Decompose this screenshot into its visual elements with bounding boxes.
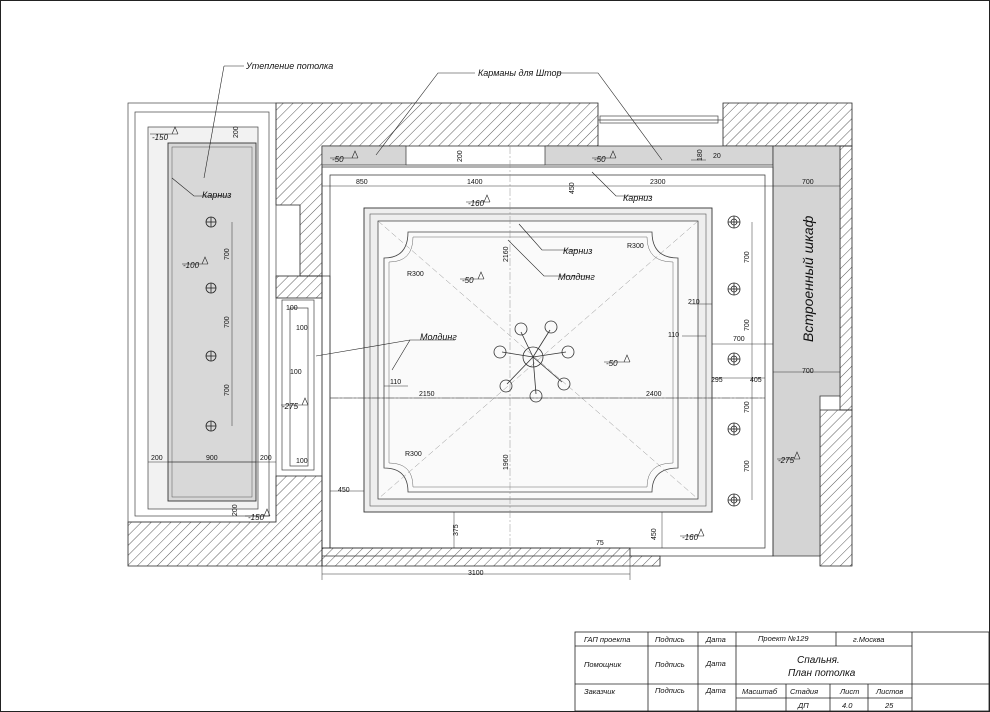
dimension-text: 200: [233, 126, 240, 138]
dimension-text: 75: [596, 540, 604, 547]
tb-drawing-title-1: Спальня.: [797, 655, 840, 666]
level-marker: -50: [606, 359, 618, 368]
dimension-text: 850: [356, 179, 368, 186]
tb-sheet: 4.0: [842, 701, 853, 710]
tb-helper: Помощник: [584, 660, 622, 669]
dimension-text: 450: [651, 528, 658, 540]
radius-text: R300: [407, 271, 424, 278]
dimension-text: 210: [688, 299, 700, 306]
chandelier: [493, 320, 575, 403]
dimension-text: 200: [151, 455, 163, 462]
tb-sheets-header: Листов: [875, 687, 903, 696]
level-marker: -275: [282, 402, 299, 411]
dimension-text: 2300: [650, 179, 666, 186]
dimension-text: 2150: [419, 391, 435, 398]
molding-left-label: Молдинг: [420, 332, 457, 342]
tb-drawing-title-2: План потолка: [788, 668, 856, 679]
radius-text: R300: [627, 243, 644, 250]
tb-project: Проект №129: [758, 634, 809, 643]
dimension-text: 700: [733, 336, 745, 343]
tb-sign2: Подпись: [655, 660, 685, 669]
level-marker: -100: [183, 261, 200, 270]
dimension-text: 700: [224, 248, 231, 260]
dimension-text: 110: [668, 332, 679, 339]
radius-text: R300: [405, 451, 422, 458]
dimension-text: 450: [569, 182, 576, 194]
dimension-text: 700: [744, 319, 751, 331]
dimension-text: 100: [296, 458, 308, 465]
title-block: [574, 631, 990, 712]
dimension-text: 2400: [646, 391, 662, 398]
level-marker: -50: [594, 155, 606, 164]
dimension-text: 180: [697, 149, 704, 161]
cornice-left-panel: [167, 142, 257, 502]
cornice-inner-label: Карниз: [563, 246, 592, 256]
dimension-text: 3100: [468, 570, 484, 577]
central-coffer: [363, 207, 713, 513]
tb-sheet-header: Лист: [839, 687, 859, 696]
dimension-text: 200: [260, 455, 272, 462]
curtain-pockets-label: Карманы для Штор: [478, 68, 562, 78]
tb-client: Заказчик: [584, 687, 615, 696]
molding-inner-label: Молдинг: [558, 272, 595, 282]
level-marker: -160: [682, 533, 699, 542]
dimension-text: 375: [453, 524, 460, 536]
spotlights: [205, 215, 741, 507]
level-marker: -50: [332, 155, 344, 164]
tb-sheets: 25: [884, 701, 894, 710]
tb-scale-header: Масштаб: [742, 687, 778, 696]
dimension-text: 700: [802, 179, 814, 186]
dimension-text: 450: [338, 487, 350, 494]
dimension-text: 700: [802, 368, 814, 375]
curtain-pocket-left: [321, 145, 407, 166]
tb-date2: Дата: [705, 659, 726, 668]
dimension-text: 200: [232, 504, 239, 516]
level-marker: -150: [152, 133, 169, 142]
dimension-text: 200: [457, 150, 464, 162]
dimension-text: 100: [290, 369, 302, 376]
tb-gap: ГАП проекта: [584, 635, 630, 644]
dimension-text: 110: [390, 379, 401, 386]
tb-date1: Дата: [705, 635, 726, 644]
walls: [127, 102, 853, 567]
dimension-text: 100: [286, 305, 298, 312]
dimension-text: 700: [224, 316, 231, 328]
tb-sign1: Подпись: [655, 635, 685, 644]
tb-date3: Дата: [705, 686, 726, 695]
dimension-text: 1960: [503, 454, 510, 470]
level-marker: -150: [248, 513, 265, 522]
tb-city: г.Москва: [853, 635, 884, 644]
dimension-text: 20: [713, 153, 721, 160]
dimension-text: 700: [744, 460, 751, 472]
dimension-text: 900: [206, 455, 218, 462]
dimension-text: 2160: [503, 246, 510, 262]
level-marker: -275: [778, 456, 795, 465]
level-marker: -160: [468, 199, 485, 208]
level-marker: -50: [462, 276, 474, 285]
dimension-text: 1400: [467, 179, 483, 186]
dimension-text: 405: [750, 377, 762, 384]
tb-sign3: Подпись: [655, 686, 685, 695]
tb-stage-header: Стадия: [790, 687, 818, 696]
tb-stage: ДП: [797, 701, 809, 710]
wardrobe-label: Встроенный шкаф: [800, 215, 816, 342]
dimension-text: 295: [711, 377, 723, 384]
dimension-text: 700: [744, 251, 751, 263]
cornice-top-label: Карниз: [623, 193, 652, 203]
insulation-label: Утепление потолка: [245, 61, 333, 71]
dimension-text: 100: [296, 325, 308, 332]
cornice-left-label: Карниз: [202, 190, 231, 200]
dimension-text: 700: [744, 401, 751, 413]
dimension-text: 700: [224, 384, 231, 396]
